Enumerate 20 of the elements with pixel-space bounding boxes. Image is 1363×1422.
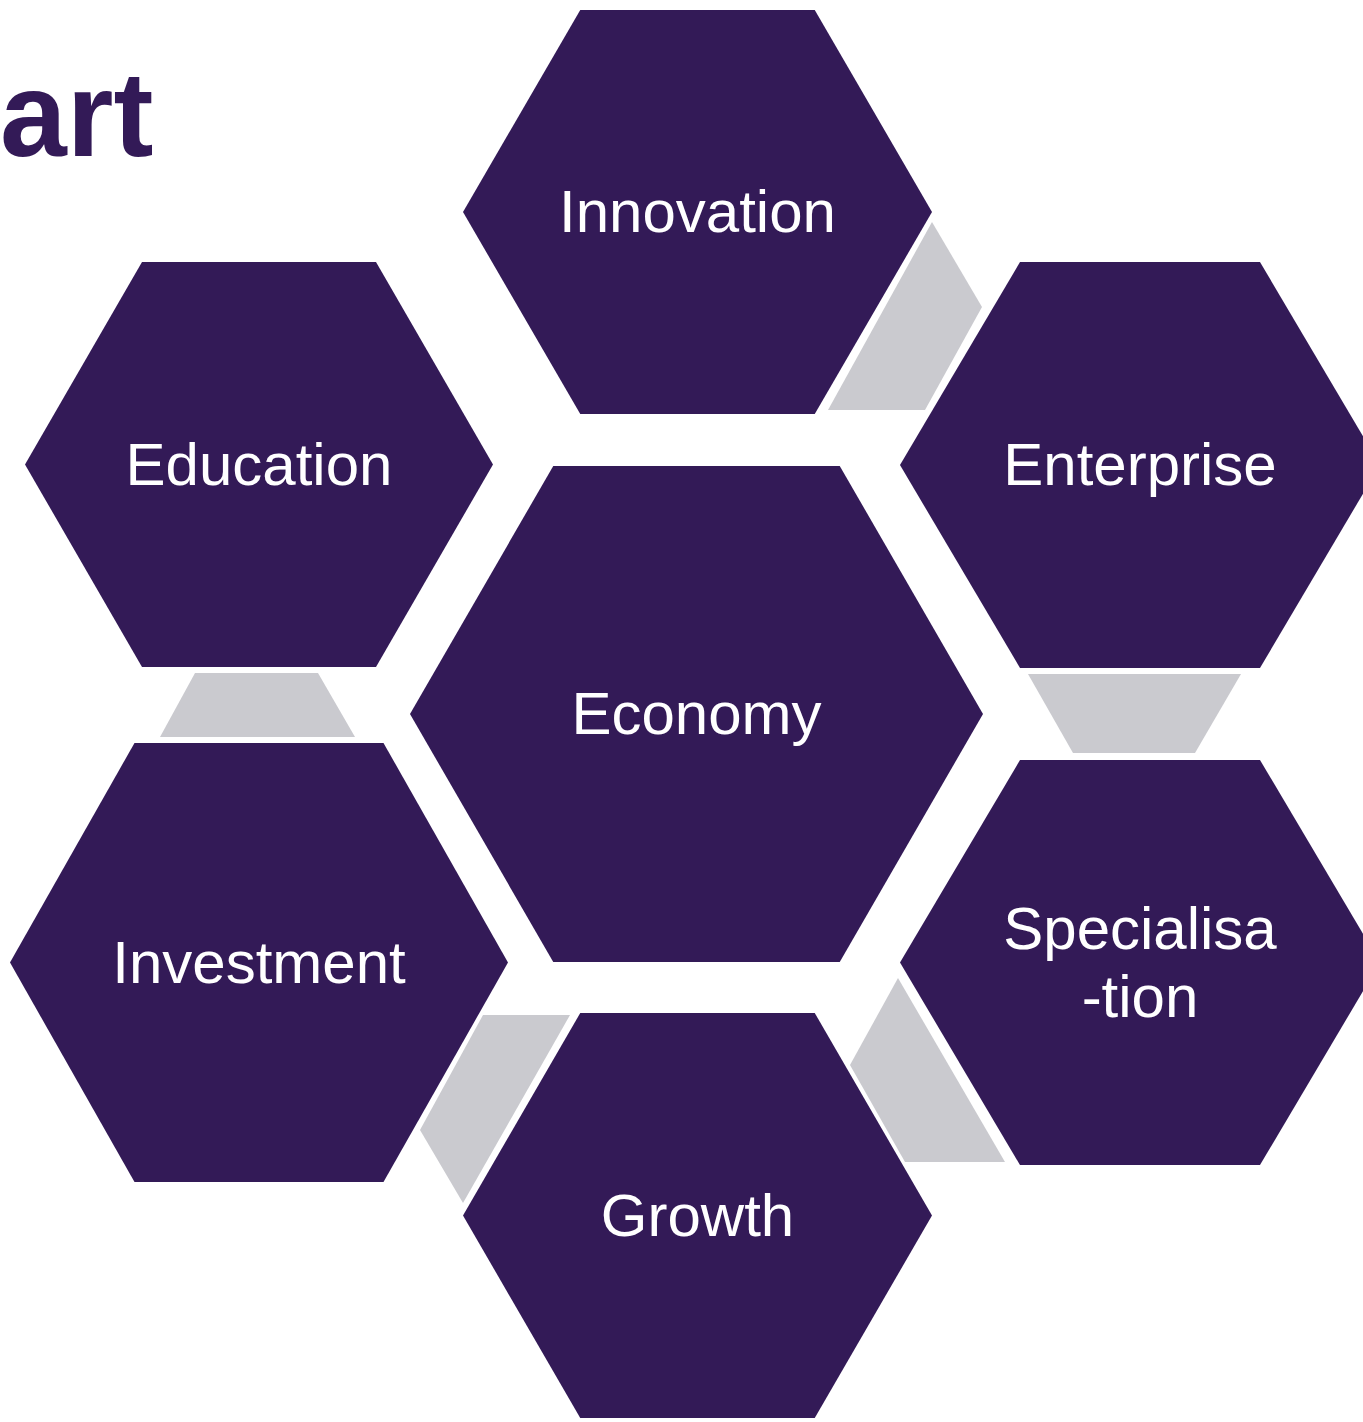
title: art xyxy=(0,46,154,183)
hexagon xyxy=(25,262,493,667)
hexagon xyxy=(410,466,983,962)
hexagon xyxy=(900,262,1363,668)
node-label: Specialisa -tion xyxy=(1002,894,1278,1031)
node-label: Enterprise xyxy=(1002,431,1278,499)
connector-band xyxy=(420,1015,570,1203)
hexagon xyxy=(900,760,1363,1165)
connector-band xyxy=(828,222,982,410)
node-label: Innovation xyxy=(558,178,837,246)
node-label: Economy xyxy=(570,680,823,748)
hexagon xyxy=(463,1013,932,1418)
node-label: Education xyxy=(124,430,394,499)
hexagon xyxy=(10,743,508,1182)
node-label: Growth xyxy=(599,1181,796,1250)
node-label: Investment xyxy=(111,928,407,997)
connector-band xyxy=(850,978,1005,1162)
hexagon xyxy=(463,10,932,414)
connector-band xyxy=(1028,674,1241,753)
connector-band xyxy=(160,673,355,737)
